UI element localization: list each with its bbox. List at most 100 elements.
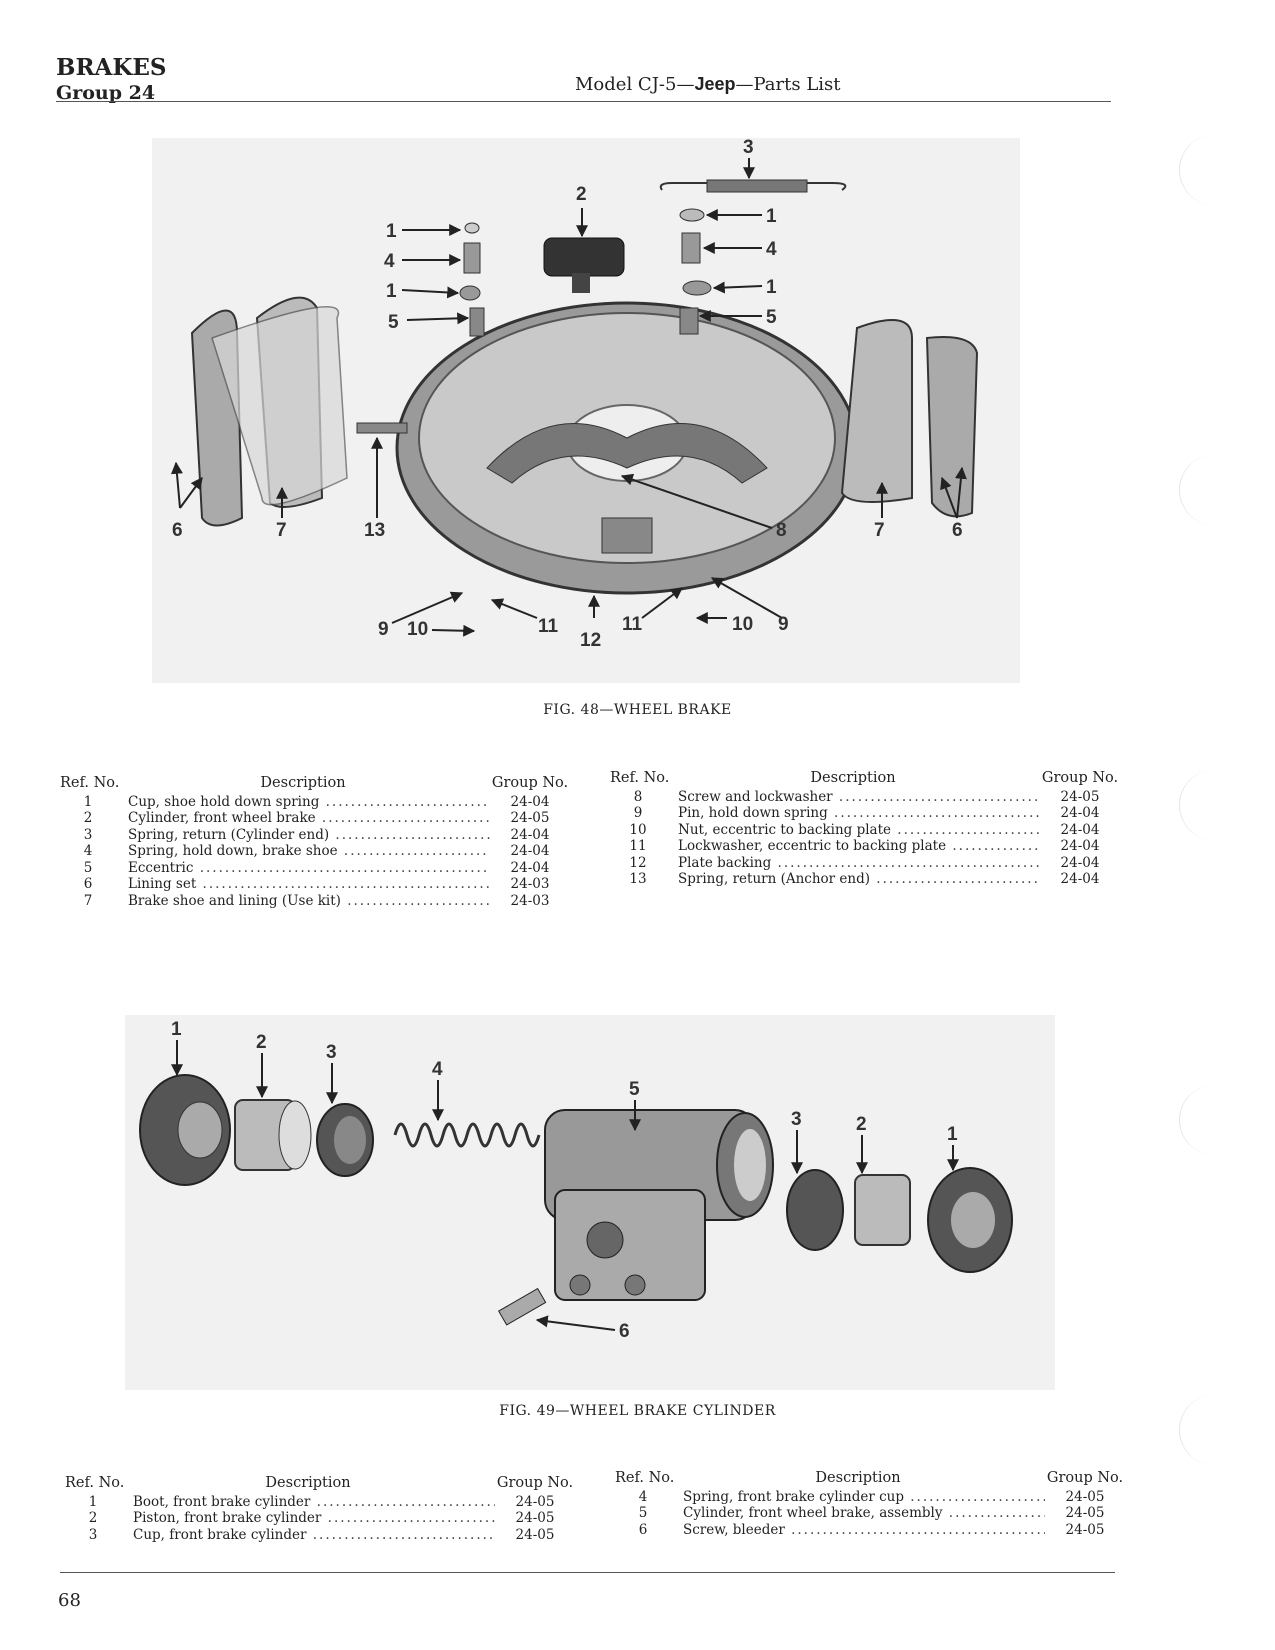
group-no: 24-04 [1060, 821, 1100, 838]
group-no: 24-05 [1060, 788, 1100, 805]
col-group: Group No. [491, 775, 569, 791]
callout-1: 1 [386, 281, 397, 302]
group-no: 24-04 [1060, 838, 1100, 854]
callout-7: 7 [874, 520, 885, 541]
figure-49-caption: FIG. 49—WHEEL BRAKE CYLINDER [499, 1403, 776, 1419]
hold-down-parts-left [459, 222, 485, 337]
group-no: 24-04 [510, 843, 550, 859]
ref-no: 9 [633, 805, 643, 821]
ref-no: 12 [629, 854, 647, 871]
group-no: 24-03 [510, 892, 550, 909]
wheel-cylinder-part [543, 237, 625, 293]
col-ref: Ref. No. [615, 1470, 675, 1486]
col-group: Group No. [496, 1475, 574, 1491]
piston-right [854, 1174, 911, 1246]
table-row: 5Eccentric24-04 [60, 860, 570, 877]
piston-left [234, 1099, 312, 1171]
cup-spring [393, 1122, 541, 1148]
figure-49-wheel-brake-cylinder: 1 2 3 4 5 6 3 2 1 [125, 1015, 1055, 1390]
part-desc: Spring, return (Cylinder end) [116, 827, 490, 844]
callout-1: 1 [947, 1124, 958, 1145]
part-desc: Screw, bleeder [671, 1522, 1045, 1539]
callout-10: 10 [732, 614, 753, 635]
boot-left [139, 1074, 231, 1186]
part-desc: Cup, shoe hold down spring [116, 794, 490, 811]
ref-no: 13 [629, 871, 647, 887]
boot-right [927, 1167, 1013, 1273]
ref-no: 2 [88, 1510, 98, 1526]
return-spring-anchor [356, 422, 408, 434]
ref-no: 6 [83, 876, 93, 892]
binder-tab [1179, 1085, 1275, 1155]
callout-3: 3 [743, 138, 754, 158]
part-desc: Boot, front brake cylinder [121, 1494, 495, 1511]
cylinder-body [544, 1109, 774, 1301]
ref-no: 2 [83, 810, 93, 826]
model-line: Model CJ-5—Jeep—Parts List [575, 74, 841, 95]
part-desc: Spring, hold down, brake shoe [116, 843, 490, 860]
callout-5: 5 [629, 1079, 640, 1100]
group-no: 24-05 [515, 1510, 555, 1526]
col-group: Group No. [1046, 1470, 1124, 1486]
ref-no: 5 [638, 1505, 648, 1521]
section-title: BRAKES [56, 54, 167, 81]
part-desc: Brake shoe and lining (Use kit) [116, 893, 490, 910]
callout-8: 8 [776, 520, 787, 541]
ref-no: 1 [88, 1493, 98, 1510]
model-brand: Jeep [694, 74, 736, 94]
group-no: 24-04 [510, 859, 550, 876]
callout-9: 9 [378, 619, 389, 640]
col-ref: Ref. No. [60, 775, 120, 791]
col-desc: Description [815, 1470, 901, 1486]
col-ref: Ref. No. [65, 1475, 125, 1491]
return-spring-top [659, 179, 847, 193]
right-brake-shoes [840, 319, 979, 518]
ref-no: 8 [633, 788, 643, 805]
part-desc: Nut, eccentric to backing plate [666, 822, 1040, 839]
col-desc: Description [260, 775, 346, 791]
table-header: Ref. No. Description Group No. [60, 775, 570, 792]
group-label: Group 24 [56, 82, 156, 104]
callout-5: 5 [766, 307, 777, 328]
part-desc: Pin, hold down spring [666, 805, 1040, 822]
callout-leaders [171, 1040, 959, 1331]
callout-4: 4 [432, 1059, 443, 1080]
group-no: 24-04 [510, 793, 550, 810]
part-desc: Lockwasher, eccentric to backing plate [666, 838, 1040, 855]
callout-3: 3 [326, 1042, 337, 1063]
callout-4: 4 [766, 239, 777, 260]
group-no: 24-04 [510, 826, 550, 843]
callout-3: 3 [791, 1109, 802, 1130]
cup-right [786, 1169, 844, 1251]
part-desc: Lining set [116, 876, 490, 893]
backing-plate [395, 301, 859, 595]
table-header: Ref. No. Description Group No. [615, 1470, 1125, 1487]
part-desc: Screw and lockwasher [666, 789, 1040, 806]
group-no: 24-05 [1065, 1521, 1105, 1538]
hold-down-parts-right [679, 208, 712, 335]
callout-6: 6 [952, 520, 963, 541]
callout-6: 6 [172, 520, 183, 541]
callout-7: 7 [276, 520, 287, 541]
group-no: 24-05 [515, 1493, 555, 1510]
group-no: 24-04 [1060, 854, 1100, 871]
page-number: 68 [58, 1590, 81, 1611]
ref-no: 4 [638, 1488, 648, 1505]
callout-13: 13 [364, 520, 385, 541]
callout-9: 9 [778, 614, 789, 635]
